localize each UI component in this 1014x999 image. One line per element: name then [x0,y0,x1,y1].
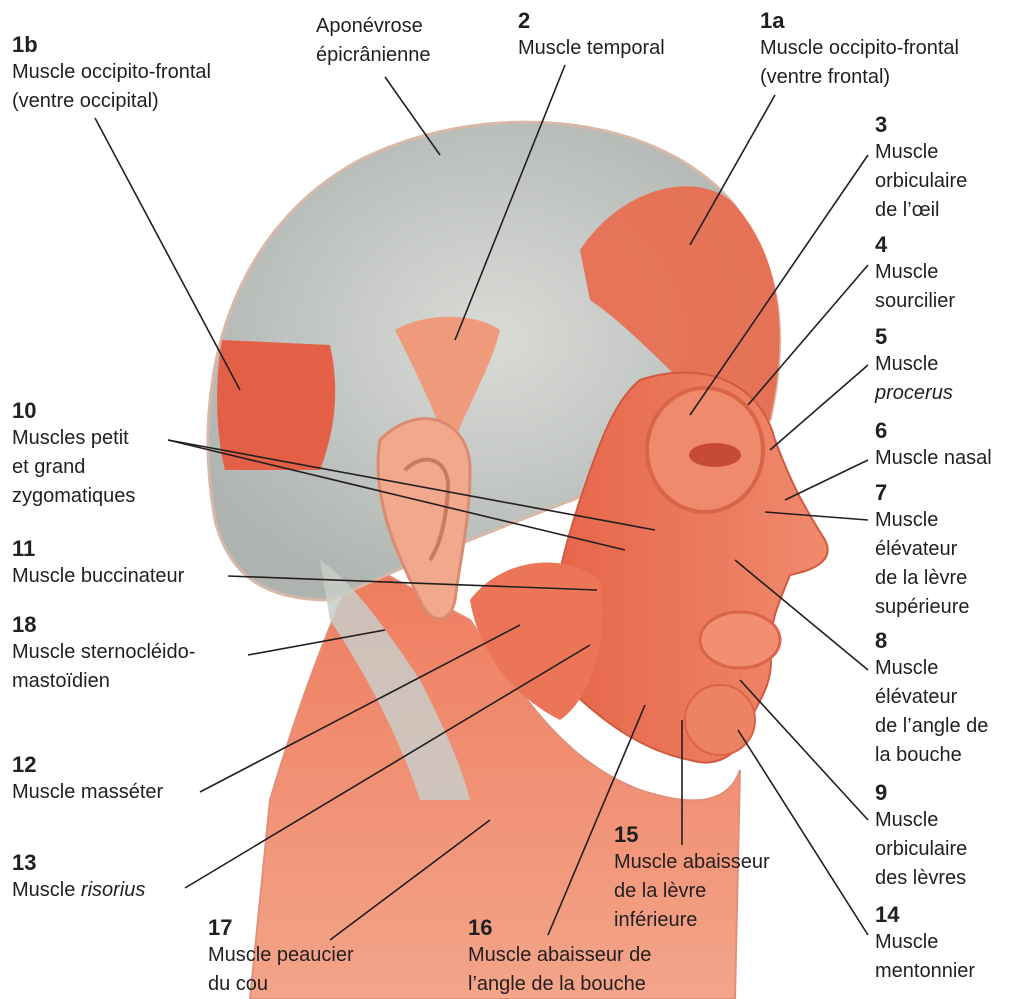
label-18-text: Muscle sternocléido- mastoïdien [12,638,195,696]
label-7-text: Muscle élévateur de la lèvre supérieure [875,506,970,622]
label-11-number: 11 [12,536,184,562]
label-6: 6 Muscle nasal [875,418,992,473]
label-9: 9 Muscle orbiculaire des lèvres [875,780,967,893]
label-11: 11 Muscle buccinateur [12,536,184,591]
label-3-text: Muscle orbiculaire de l’œil [875,138,967,225]
chin [685,685,755,755]
label-10: 10 Muscles petit et grand zygomatiques [12,398,135,511]
label-14-text: Muscle mentonnier [875,928,975,986]
occipital-belly [217,340,335,470]
label-13-text: Muscle [12,879,81,901]
label-13: 13 Muscle risorius [12,850,145,905]
label-1b-number: 1b [12,32,211,58]
label-16-number: 16 [468,915,651,941]
label-10-text: Muscles petit et grand zygomatiques [12,424,135,511]
label-2: 2 Muscle temporal [518,8,665,63]
label-17-text: Muscle peaucier du cou [208,941,354,999]
label-6-number: 6 [875,418,992,444]
label-13-number: 13 [12,850,145,876]
label-18: 18 Muscle sternocléido- mastoïdien [12,612,195,696]
label-14: 14 Muscle mentonnier [875,902,975,986]
label-15-number: 15 [614,822,770,848]
label-1b-text: Muscle occipito-frontal (ventre occipita… [12,58,211,116]
label-12-number: 12 [12,752,163,778]
label-1a-number: 1a [760,8,959,34]
label-7: 7 Muscle élévateur de la lèvre supérieur… [875,480,970,622]
label-16: 16 Muscle abaisseur de l’angle de la bou… [468,915,651,999]
label-5-text: Muscle [875,350,953,379]
label-aponeurosis-text: Aponévrose épicrânienne [316,12,431,70]
label-4-text: Muscle sourcilier [875,258,955,316]
label-1b: 1b Muscle occipito-frontal (ventre occip… [12,32,211,116]
label-12-text: Muscle masséter [12,778,163,807]
label-18-number: 18 [12,612,195,638]
label-1a-text: Muscle occipito-frontal (ventre frontal) [760,34,959,92]
label-7-number: 7 [875,480,970,506]
label-2-text: Muscle temporal [518,34,665,63]
label-aponeurosis: Aponévrose épicrânienne [316,12,431,70]
label-17-number: 17 [208,915,354,941]
lips [700,612,780,668]
label-4-number: 4 [875,232,955,258]
label-3: 3 Muscle orbiculaire de l’œil [875,112,967,225]
label-4: 4 Muscle sourcilier [875,232,955,316]
label-1a: 1a Muscle occipito-frontal (ventre front… [760,8,959,92]
label-5-number: 5 [875,324,953,350]
label-5: 5 Muscle procerus [875,324,953,408]
label-3-number: 3 [875,112,967,138]
label-10-number: 10 [12,398,135,424]
label-9-number: 9 [875,780,967,806]
label-8-number: 8 [875,628,988,654]
label-6-text: Muscle nasal [875,444,992,473]
label-2-number: 2 [518,8,665,34]
label-12: 12 Muscle masséter [12,752,163,807]
label-9-text: Muscle orbiculaire des lèvres [875,806,967,893]
label-11-text: Muscle buccinateur [12,562,184,591]
label-13-italic: risorius [81,879,145,901]
label-16-text: Muscle abaisseur de l’angle de la bouche [468,941,651,999]
label-8-text: Muscle élévateur de l’angle de la bouche [875,654,988,770]
label-17: 17 Muscle peaucier du cou [208,915,354,999]
label-8: 8 Muscle élévateur de l’angle de la bouc… [875,628,988,770]
label-14-number: 14 [875,902,975,928]
eye [689,443,741,467]
label-5-italic: procerus [875,382,953,404]
